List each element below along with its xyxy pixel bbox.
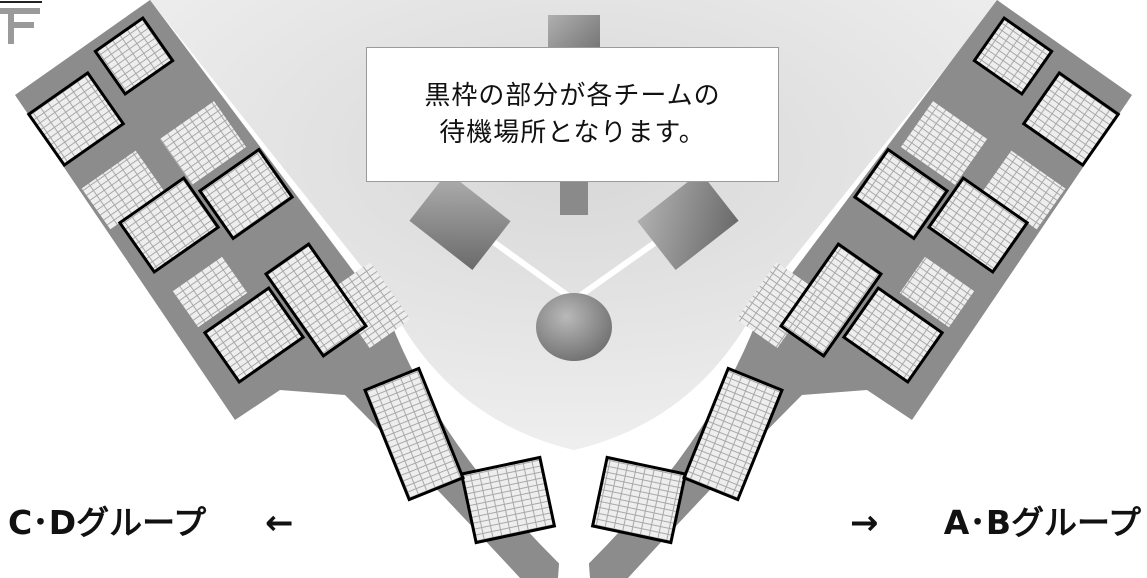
group-label-ab: A･Bグループ [943, 503, 1141, 542]
logo-icon [0, 1, 42, 44]
seat-blocks-right [592, 18, 1119, 543]
first-base [637, 171, 739, 271]
seat-blocks-left [28, 18, 555, 543]
arrow-left-icon: ← [265, 503, 294, 543]
stand-right [574, 0, 1132, 578]
pitchers-mound [536, 293, 612, 361]
waiting-areas-left [26, 15, 557, 545]
group-label-cd: C･Dグループ [8, 503, 207, 542]
third-base [409, 171, 511, 271]
stand-left [15, 0, 574, 578]
arrow-right-icon: → [850, 503, 879, 543]
callout-line-1: 黒枠の部分が各チームの [424, 80, 721, 111]
callout-line-2: 待機場所となります。 [439, 117, 706, 148]
center-aisle [558, 470, 590, 578]
waiting-areas-right [590, 15, 1121, 545]
info-callout: 黒枠の部分が各チームの 待機場所となります。 [366, 47, 779, 182]
